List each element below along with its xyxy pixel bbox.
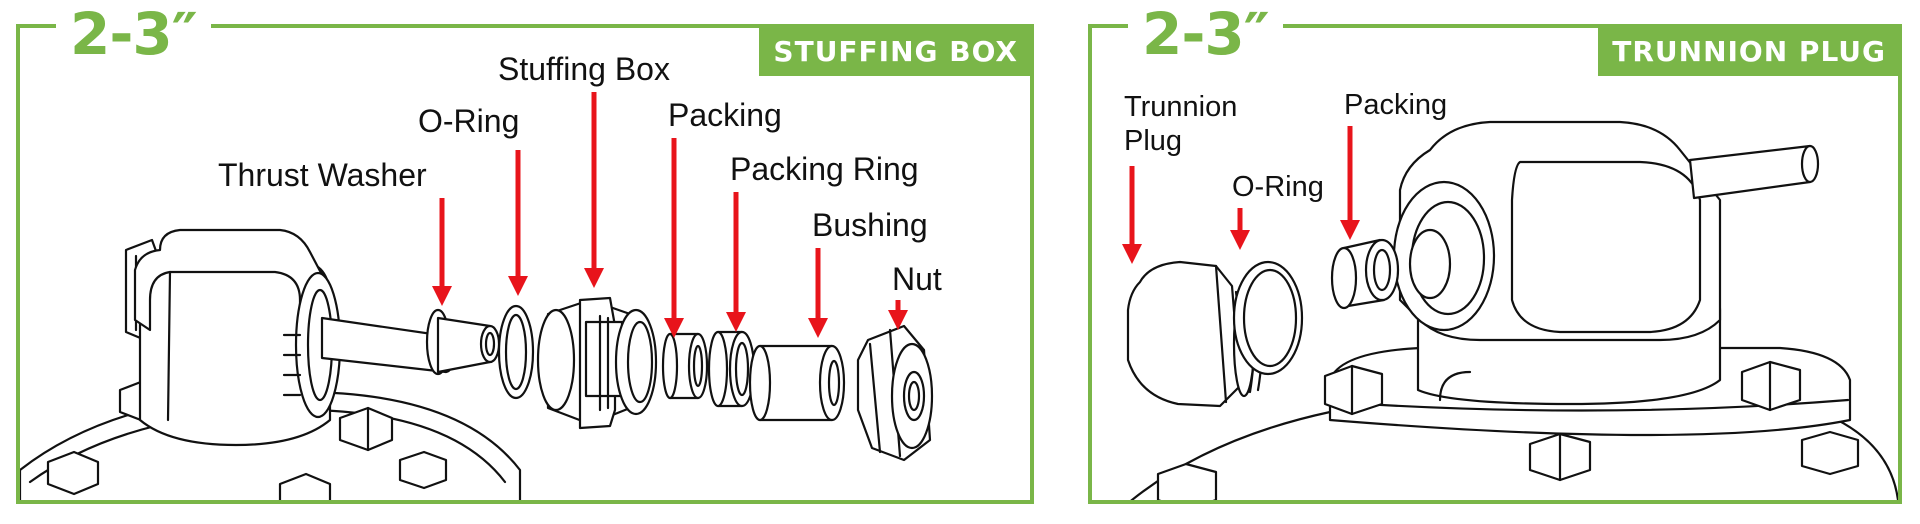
bolt-head xyxy=(1800,430,1860,476)
arrow-stuffing-box xyxy=(584,92,604,288)
packing-label: Packing xyxy=(668,97,782,133)
callout-labels: Thrust Washer O-Ring Stuffing Box Packin… xyxy=(218,51,942,297)
arrow-thrust-washer xyxy=(432,198,452,306)
bolt-head xyxy=(1323,364,1384,416)
packing-label: Packing xyxy=(1344,89,1447,121)
bolt-head xyxy=(1740,360,1802,412)
bolt-head xyxy=(1528,432,1592,482)
bolt-head xyxy=(338,406,394,452)
o-ring-part xyxy=(1232,260,1304,376)
o-ring-part xyxy=(497,304,535,400)
arrow-packing-ring xyxy=(726,192,746,332)
arrow-bushing xyxy=(808,248,828,338)
thrust-washer-label: Thrust Washer xyxy=(218,157,427,193)
bolt-head xyxy=(1156,462,1218,500)
size-label: 2-3″ xyxy=(56,2,211,66)
packing-part xyxy=(1330,238,1400,310)
panel-title-badge: STUFFING BOX xyxy=(759,28,1030,76)
size-label: 2-3″ xyxy=(1128,2,1283,66)
callout-arrows xyxy=(432,92,908,338)
trunnion-plug-label-line2: Plug xyxy=(1124,125,1182,157)
trunnion-plug-label-line1: Trunnion xyxy=(1124,91,1237,123)
stuffing-box-part xyxy=(536,296,658,430)
arrow-o-ring xyxy=(508,150,528,296)
arrow-packing xyxy=(664,138,684,338)
nut-label: Nut xyxy=(892,261,942,297)
valve-body-drawing xyxy=(1130,120,1898,500)
arrow-packing xyxy=(1340,126,1360,240)
stuffing-box-label: Stuffing Box xyxy=(498,51,670,87)
bushing-label: Bushing xyxy=(812,207,928,243)
valve-body-drawing xyxy=(20,228,522,500)
bolt-head xyxy=(278,472,332,500)
packing-part xyxy=(661,332,709,400)
bushing-part xyxy=(748,344,846,422)
stuffing-box-parts xyxy=(425,296,934,462)
arrow-o-ring xyxy=(1230,208,1250,250)
o-ring-label: O-Ring xyxy=(1232,171,1324,203)
o-ring-label: O-Ring xyxy=(418,103,519,139)
bolt-head xyxy=(398,450,448,490)
thrust-washer-part xyxy=(425,308,501,376)
bolt-head xyxy=(46,450,100,496)
panel-title-badge: TRUNNION PLUG xyxy=(1598,28,1898,76)
callout-labels: Trunnion Plug O-Ring Packing xyxy=(1124,89,1447,203)
packing-ring-part xyxy=(707,330,756,408)
arrow-trunnion-plug xyxy=(1122,166,1142,264)
packing-ring-label: Packing Ring xyxy=(730,151,919,187)
nut-part xyxy=(856,324,934,462)
trunnion-plug-parts xyxy=(1126,238,1400,408)
arrow-nut xyxy=(888,300,908,330)
callout-arrows xyxy=(1122,126,1360,264)
